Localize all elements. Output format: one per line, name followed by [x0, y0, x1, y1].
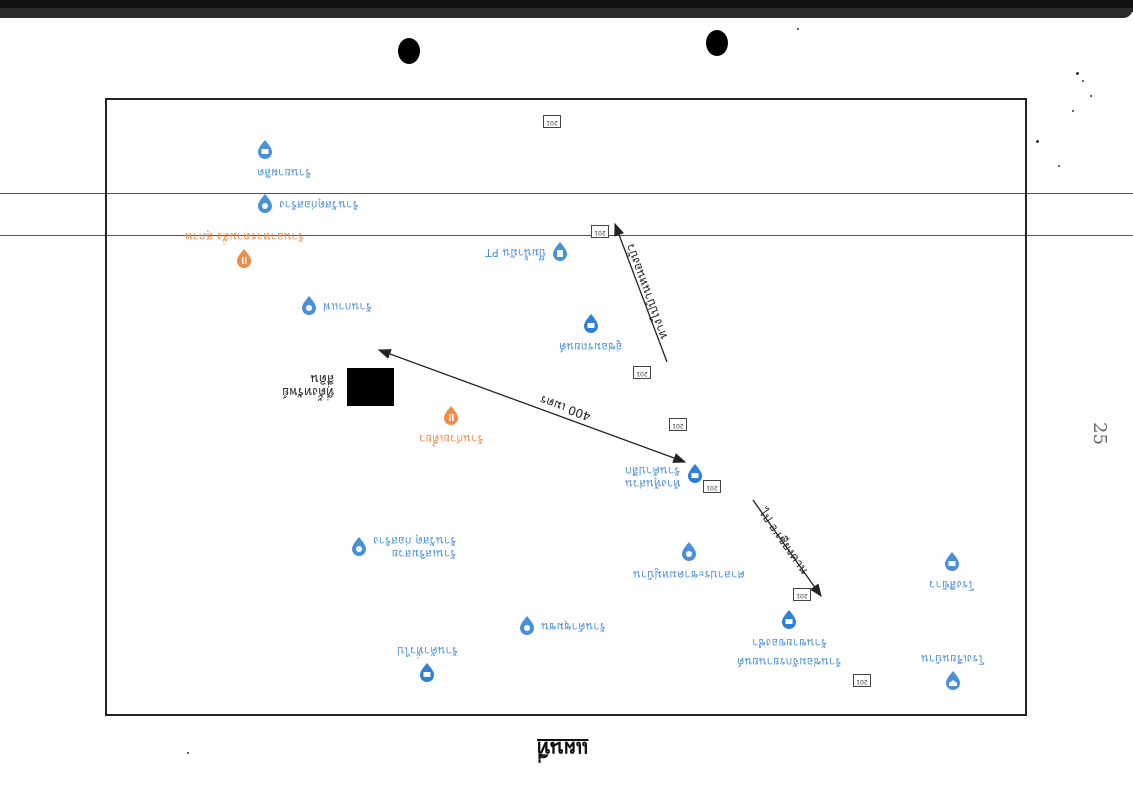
place-label: ร้านค้าชุมชน [541, 619, 606, 633]
direction-arrow-north [614, 222, 668, 363]
place-marker[interactable]: ศาลาประชาคมหมู่บ้าน [633, 542, 745, 581]
road-sign: 201 [633, 366, 651, 379]
property-site-label-line1: ที่ตั้งทรัพย์ [282, 385, 335, 399]
scan-speck [1072, 110, 1074, 112]
place-marker[interactable]: ปั๊มน้ำมัน PT [485, 242, 568, 262]
pin-icon [520, 616, 534, 635]
shop-pin-icon [258, 140, 272, 159]
place-label: ร้านอาหารตามสั่ง สุภาพ [185, 230, 304, 243]
place-label: ร้านขายของชำ [751, 636, 827, 649]
place-marker[interactable]: โรงสีข้าว [929, 552, 974, 591]
place-marker[interactable]: ร้านวัสดุก่อสร้าง [257, 194, 358, 214]
place-marker[interactable]: ร้านขายของชำ ร้านซ่อมจักรยานยนต์ [737, 610, 841, 668]
place-label: ร้านก๋วยเตี๋ยว [419, 432, 484, 445]
road-sign: 201 [591, 225, 609, 238]
shop-pin-icon [420, 663, 435, 682]
place-label: ร้านยาผลิต [257, 166, 312, 179]
pin-icon [681, 542, 696, 561]
place-marker[interactable]: ร้านค้าชุมชน [519, 616, 606, 636]
scan-speck [1058, 165, 1060, 167]
scan-speck [1076, 72, 1079, 75]
handwritten-margin-note: 25 [1088, 422, 1110, 445]
place-label: อู่ซ่อมรถยนต์ [559, 340, 623, 353]
place-marker[interactable]: ร้านอาหารตามสั่ง สุภาพ [185, 230, 304, 269]
place-label: ร้านเสริมสวย [391, 547, 457, 560]
distance-arrow [377, 349, 687, 463]
scan-line-upper [0, 193, 1133, 194]
food-pin-icon [237, 249, 252, 268]
shop-pin-icon [583, 314, 598, 333]
pin-icon [352, 537, 366, 556]
map-arrows [377, 222, 822, 598]
scan-speck [1090, 95, 1092, 97]
shop-pin-icon [782, 610, 797, 629]
place-marker[interactable]: ร้านกาแฟ [301, 296, 372, 316]
place-marker[interactable]: ร้านค้าทั่วไป [397, 644, 458, 683]
place-label: ปั๊มน้ำมัน PT [485, 245, 547, 259]
scan-line-lower [0, 235, 1133, 236]
property-site-label: ที่ตั้งทรัพย์ สี่ดิน [282, 372, 335, 399]
school-pin-icon [945, 671, 960, 690]
place-label: ร้านกาแฟ [323, 299, 372, 313]
direction-arrow-south [752, 499, 822, 598]
road-sign: 201 [543, 115, 561, 128]
scan-speck [1082, 80, 1084, 82]
punch-hole-right [706, 30, 728, 56]
fuel-pin-icon [553, 242, 568, 261]
scan-speck [797, 28, 799, 30]
map-caption: แผนที่ [537, 737, 589, 761]
shop-pin-icon [944, 552, 959, 571]
road-sign: 201 [793, 588, 811, 601]
place-marker[interactable]: ร้านก๋วยเตี๋ยว [419, 406, 483, 445]
road-sign: 201 [853, 674, 871, 687]
pin-icon [258, 194, 272, 213]
pin-icon [302, 296, 316, 315]
place-label: ห้างหุ้นส่วน [625, 477, 681, 490]
place-label: ร้านวัสดุ ก่อสร้าง [373, 534, 457, 547]
place-marker[interactable]: ร้านวัสดุ ก่อสร้าง ร้านเสริมสวย [351, 534, 456, 560]
place-marker[interactable]: ร้านยาผลิต [257, 140, 311, 179]
place-label: ศาลาประชาคมหมู่บ้าน [633, 568, 745, 581]
road-sign: 201 [669, 418, 687, 431]
place-marker[interactable]: ร้านค้าปลีก ห้างหุ้นส่วน [625, 464, 703, 490]
place-label: ร้านซ่อมจักรยานยนต์ [737, 655, 842, 668]
food-pin-icon [444, 406, 459, 425]
place-label: โรงเรียนบ้าน [921, 652, 985, 665]
place-label: โรงสีข้าว [929, 578, 975, 591]
place-label: ร้านค้าทั่วไป [397, 644, 458, 657]
place-marker[interactable]: โรงเรียนบ้าน [921, 652, 985, 691]
scanner-top-edge [0, 8, 1133, 18]
scan-speck [1036, 140, 1039, 143]
property-site-marker [347, 368, 394, 406]
place-label: ร้านวัสดุก่อสร้าง [279, 197, 359, 211]
place-marker[interactable]: อู่ซ่อมรถยนต์ [559, 314, 622, 353]
property-site-label-line2: สี่ดิน [310, 372, 335, 386]
shop-pin-icon [687, 464, 702, 483]
punch-hole-left [398, 38, 420, 64]
place-label: ร้านค้าปลีก [625, 464, 681, 477]
map-frame: ที่ตั้งทรัพย์ สี่ดิน 400 เมตร ทางไปบ้านห… [105, 98, 1027, 716]
scan-speck [187, 752, 189, 754]
road-sign: 201 [703, 480, 721, 493]
